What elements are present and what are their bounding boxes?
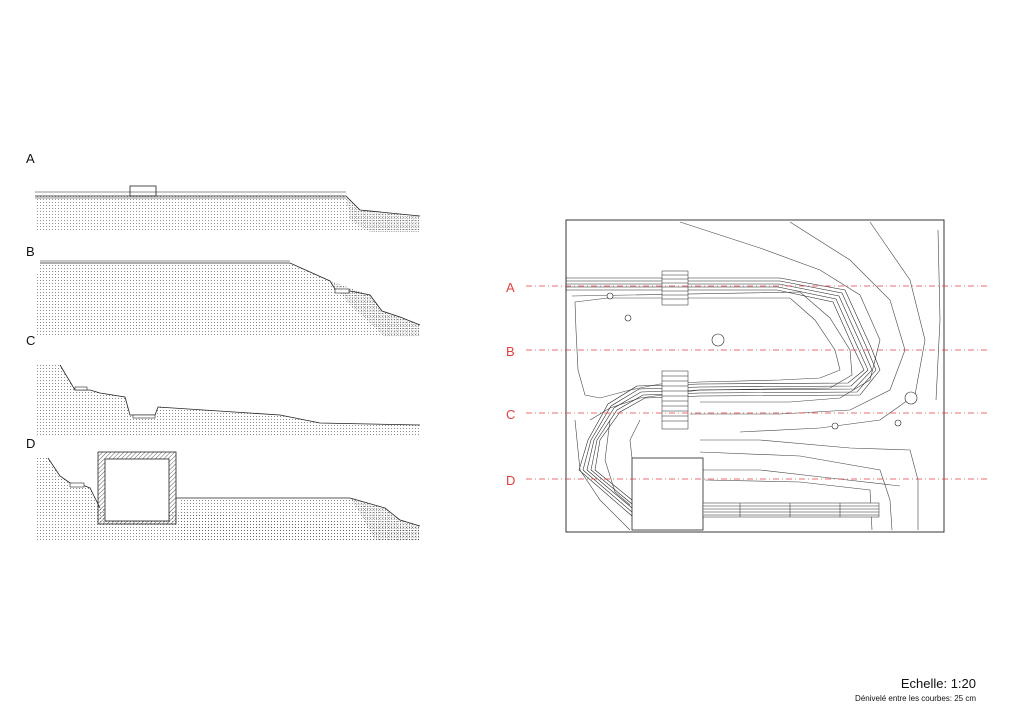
tree-marker (904, 391, 918, 405)
plan-box-structure (631, 457, 704, 531)
tree-marker (711, 333, 725, 347)
tree-marker (606, 292, 614, 300)
section-b-drawing (35, 260, 421, 337)
plan-label-d: D (506, 473, 516, 488)
section-cut-lines (526, 285, 990, 480)
section-label-c: C (26, 333, 36, 348)
tree-marker (624, 314, 632, 322)
section-label-b: B (26, 244, 35, 259)
section-d-drawing (35, 451, 421, 540)
section-a-drawing (35, 185, 421, 232)
plan-frame (565, 219, 945, 533)
lower-stair-path (702, 502, 880, 518)
tree-marker (831, 422, 839, 430)
stair-block-upper (661, 270, 689, 306)
section-label-a: A (26, 151, 35, 166)
stair-block-lower (661, 370, 689, 430)
contour-interval-label: Dénivelé entre les courbes: 25 cm (855, 694, 976, 703)
plan-label-c: C (506, 407, 516, 422)
stairs-path (566, 277, 881, 517)
plan-label-b: B (506, 344, 515, 359)
scale-label: Echelle: 1:20 (900, 676, 976, 691)
section-c-drawing (35, 364, 421, 437)
tree-marker (894, 419, 902, 427)
plan-label-a: A (506, 280, 515, 295)
section-label-d: D (26, 436, 36, 451)
